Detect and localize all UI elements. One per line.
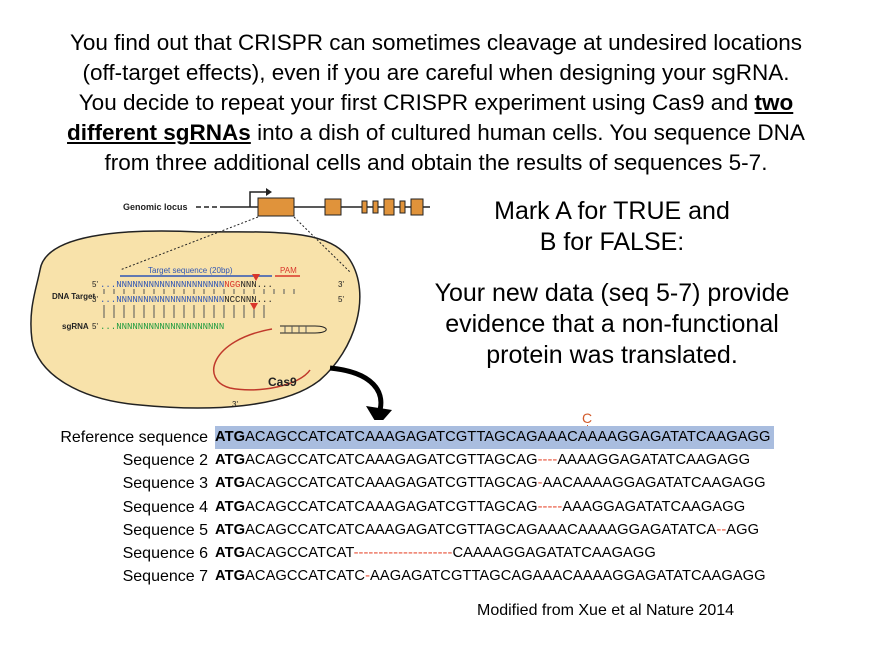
deletion-gap: ----- — [537, 498, 563, 515]
sequence-row: ATGACAGCCATCATC-AAGAGATCGTTAGCAGAAACAAAA… — [215, 565, 774, 588]
mutation-label: C — [582, 410, 593, 426]
start-codon: ATG — [215, 498, 246, 515]
sequence-label: Sequence 5 — [122, 521, 208, 539]
sequence-fragment: AACAAAAGGAGATATCAAGAGG — [542, 475, 766, 492]
sequence-label: Sequence 6 — [122, 544, 208, 562]
svg-text:3': 3' — [92, 295, 98, 304]
sequence-label: Sequence 4 — [122, 498, 208, 516]
sequence-fragment: AGG — [726, 521, 760, 538]
svg-text:3': 3' — [338, 280, 344, 289]
sequence-fragment: ACAGCCATCATCAAAGAGATCGTTAGCAGAAACAAAAGGA… — [245, 521, 717, 538]
sequence-label: Sequence 3 — [122, 475, 208, 493]
sequence-row: ATGACAGCCATCATCAAAGAGATCGTTAGCAGAAACAAAA… — [215, 519, 774, 542]
credit: Modified from Xue et al Nature 2014 — [477, 602, 735, 619]
genomic-locus-label: Genomic locus — [123, 202, 188, 212]
cas9-shape — [30, 230, 361, 409]
intro-line: (off-target effects), even if you are ca… — [82, 60, 790, 85]
dna-target-label: DNA Target — [52, 292, 95, 301]
sequence-fragment: ACAGCCATCATCAAAGAGATCGTTAGCAG — [245, 475, 538, 492]
target-sequence-label: Target sequence (20bp) — [148, 266, 233, 275]
bottom-strand: ...NNNNNNNNNNNNNNNNNNNNNCCNNN... — [100, 295, 273, 305]
intro-text-span: You decide to repeat your first CRISPR e… — [78, 90, 755, 115]
cas9-label: Cas9 — [268, 375, 297, 389]
sequence-fragment: ACAGCCATCAT — [245, 544, 354, 561]
sgrna-label: sgRNA — [62, 322, 89, 331]
sequence-fragment: ACAGCCATCATC — [245, 568, 366, 585]
svg-text:5': 5' — [92, 322, 98, 331]
start-codon: ATG — [215, 452, 246, 469]
statement-line: evidence that a non-functional — [445, 310, 779, 338]
start-codon: ATG — [215, 475, 246, 492]
sequence-row: ATGACAGCCATCATCAAAGAGATCGTTAGCAG-----AAA… — [215, 496, 774, 519]
deletion-gap: -- — [716, 521, 727, 538]
sequence-alignment: ATGACAGCCATCATCAAAGAGATCGTTAGCAGAAACAAAA… — [215, 426, 774, 588]
intro-text: You find out that CRISPR can sometimes c… — [20, 28, 852, 178]
exon-1 — [257, 197, 295, 217]
sequence-fragment: AAAGGAGATATCAAGAGG — [562, 498, 746, 515]
sequence-fragment: ACAGCCATCATCAAAGAGATCGTTAGCAGAAACAAAAGGA… — [245, 429, 771, 445]
sequence-row: ATGACAGCCATCAT--------------------CAAAAG… — [215, 542, 774, 565]
statement-line: protein was translated. — [486, 341, 738, 369]
question-block: Mark A for TRUE and B for FALSE: Your ne… — [392, 196, 832, 371]
top-strand: ...NNNNNNNNNNNNNNNNNNNNNGGNNN... — [100, 280, 273, 290]
emphasis-two: two — [754, 90, 794, 115]
start-codon: ATG — [215, 429, 246, 445]
sgrna-strand: ...NNNNNNNNNNNNNNNNNNNN — [100, 322, 224, 332]
start-codon: ATG — [215, 544, 246, 561]
sequence-row: ATGACAGCCATCATCAAAGAGATCGTTAGCAG----AAAA… — [215, 449, 774, 472]
emphasis-sgrnas: different sgRNAs — [67, 120, 251, 145]
instruction-line: Mark A for TRUE and — [494, 197, 730, 225]
svg-text:5': 5' — [338, 295, 344, 304]
svg-text:3': 3' — [232, 400, 238, 409]
sequence-fragment: CAAAAGGAGATATCAAGAGG — [452, 544, 656, 561]
instruction-line: B for FALSE: — [539, 228, 685, 256]
deletion-gap: - — [537, 475, 543, 492]
arrow-head-icon — [366, 406, 392, 420]
sequence-fragment: AAGAGATCGTTAGCAGAAACAAAAGGAGATATCAAGAGG — [370, 568, 766, 585]
sequence-fragment: AAAAGGAGATATCAAGAGG — [557, 452, 751, 469]
deletion-gap: -------------------- — [353, 544, 453, 561]
sequence-label: Sequence 7 — [122, 568, 208, 586]
svg-text:5': 5' — [92, 280, 98, 289]
sequence-label: Reference sequence — [60, 429, 208, 446]
intro-line: You find out that CRISPR can sometimes c… — [69, 30, 803, 55]
intro-line: from three additional cells and obtain t… — [104, 150, 768, 175]
sequence-fragment: ACAGCCATCATCAAAGAGATCGTTAGCAG — [245, 498, 538, 515]
sgrna-loop — [213, 328, 311, 391]
deletion-gap: ---- — [537, 452, 558, 469]
sequence-label: Sequence 2 — [122, 452, 208, 470]
crispr-diagram: Genomic locus Target sequence (20bp) PAM… — [30, 188, 430, 420]
statement-line: Your new data (seq 5-7) provide — [434, 279, 790, 307]
intro-line: You decide to repeat your first CRISPR e… — [20, 88, 852, 118]
intro-line: different sgRNAs into a dish of cultured… — [20, 118, 852, 148]
deletion-gap: - — [365, 568, 371, 585]
intro-text-span: into a dish of cultured human cells. You… — [250, 120, 805, 145]
start-codon: ATG — [215, 521, 246, 538]
start-codon: ATG — [215, 568, 246, 585]
pam-label: PAM — [280, 266, 297, 275]
sequence-row: ATGACAGCCATCATCAAAGAGATCGTTAGCAG-AACAAAA… — [215, 472, 774, 495]
reference-sequence-row: ATGACAGCCATCATCAAAGAGATCGTTAGCAGAAACAAAA… — [215, 426, 774, 450]
sequence-fragment: ACAGCCATCATCAAAGAGATCGTTAGCAG — [245, 452, 538, 469]
